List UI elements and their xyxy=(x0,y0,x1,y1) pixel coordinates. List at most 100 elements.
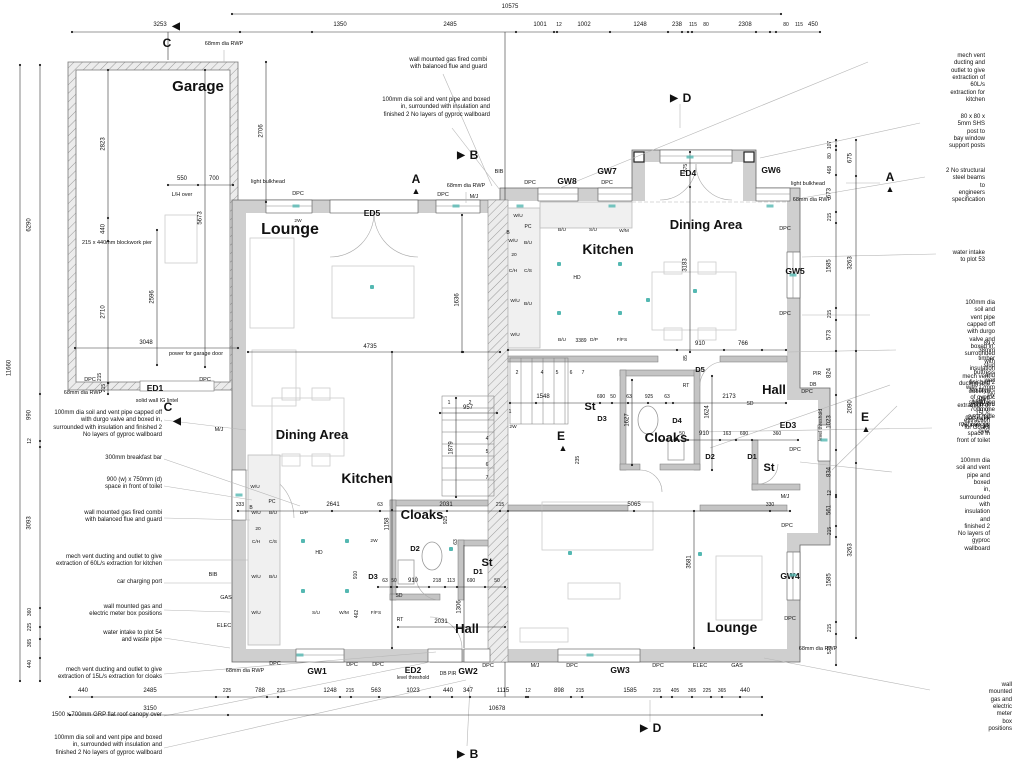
door-window-tag: GW2 xyxy=(458,666,478,676)
tag: L/H over xyxy=(171,192,193,198)
tag: W/U xyxy=(510,333,520,338)
dim-right: 573 xyxy=(826,329,833,341)
house-walls xyxy=(231,149,831,663)
door-window-tag: GW6 xyxy=(761,165,781,175)
dim-right: 12 xyxy=(826,490,833,496)
section-letter-e-mid: E xyxy=(556,429,566,443)
tag: W/U xyxy=(250,485,260,490)
dim-bottom: 10678 xyxy=(488,706,506,712)
dim-internal: 5 xyxy=(485,449,489,455)
dim-garage: 2596 xyxy=(149,290,156,304)
annotation: 89 x 38mm timber stud buttress wall with… xyxy=(966,341,996,421)
dim-internal: 6 xyxy=(569,370,573,376)
room-hall-right: Hall xyxy=(762,382,786,397)
annotation: 900 (w) x 750mm (d) space in front of to… xyxy=(956,416,990,444)
dim-internal: 4 xyxy=(540,370,544,376)
dim-internal: 1548 xyxy=(536,394,550,400)
stairs xyxy=(441,357,569,497)
window-sill-symbol xyxy=(766,204,774,208)
furniture xyxy=(164,201,763,646)
section-arrow-a-right: ▲ xyxy=(885,184,895,194)
dim-top: 238 xyxy=(671,22,683,28)
room-st-right-2: St xyxy=(763,462,775,474)
window-sill-symbol xyxy=(516,204,524,208)
room-cloaks-left: Cloaks xyxy=(400,507,444,522)
tag: D/P xyxy=(300,511,308,516)
dim-internal: 50 xyxy=(610,394,616,400)
dim-right: 215 xyxy=(826,623,833,633)
dim-internal: 2 xyxy=(515,370,519,376)
light-symbol xyxy=(301,539,305,543)
tag: 68mm dia RWP xyxy=(63,390,103,396)
tag: B/U xyxy=(269,511,277,516)
dim-left: 365 xyxy=(26,638,33,648)
tag: S/U xyxy=(312,611,320,616)
dim-bottom: 2485 xyxy=(143,688,157,694)
tag: M/J xyxy=(530,663,540,669)
dim-top: 1350 xyxy=(333,22,347,28)
dim-bottom: 215 xyxy=(276,688,286,694)
tag: PC xyxy=(524,224,532,230)
tag: D/P xyxy=(590,338,598,343)
dim-internal: 63 xyxy=(382,578,388,584)
annotation: 300mm breakfast bar xyxy=(105,455,162,461)
tag: PC xyxy=(268,499,276,505)
dim-right: 3263 xyxy=(847,256,854,270)
window-sill-symbol xyxy=(686,155,694,159)
dim-right: 824 xyxy=(826,367,833,379)
dim-internal: 85 xyxy=(682,355,689,361)
door-window-tag: GW5 xyxy=(785,266,805,276)
tag: 68mm dia RWP xyxy=(204,41,244,47)
dim-bottom: 365 xyxy=(717,688,727,694)
tag: DPC xyxy=(601,180,613,186)
room-kitchen-left: Kitchen xyxy=(341,470,393,486)
tag: M/J xyxy=(214,427,224,433)
section-arrow-e-mid: ▲ xyxy=(558,443,568,453)
dim-internal: 1306 xyxy=(456,600,463,614)
dim-right: 468 xyxy=(826,165,833,175)
dim-internal: 163 xyxy=(722,431,732,437)
dim-internal: 1627 xyxy=(624,413,631,427)
tag: DB PIR xyxy=(439,671,457,677)
section-letter-a-top: A xyxy=(411,172,421,186)
window-sill-symbol xyxy=(296,653,304,657)
door-window-tag: D2 xyxy=(410,544,420,553)
dim-internal: 2031 xyxy=(439,502,453,508)
room-st-left: St xyxy=(481,557,493,569)
tag: W/U xyxy=(251,511,261,516)
dim-right: 3263 xyxy=(847,543,854,557)
tag: RT xyxy=(682,383,690,389)
dim-garage: 550 xyxy=(176,176,188,182)
dim-right: 215 xyxy=(826,309,833,319)
dim-internal: 1 xyxy=(508,409,512,415)
dim-bottom: 365 xyxy=(687,688,697,694)
dim-top: 80 xyxy=(783,22,789,28)
section-arrow-d-bottom: ▶ xyxy=(640,723,648,734)
tag: DPC xyxy=(269,661,281,667)
dim-internal: 113 xyxy=(447,578,455,584)
tag: B/U xyxy=(524,241,532,246)
section-letter-b-bottom: B xyxy=(469,747,479,761)
light-symbol xyxy=(345,589,349,593)
dim-bottom: 3150 xyxy=(143,706,157,712)
tag: C/S xyxy=(524,269,532,274)
dim-internal: 4735 xyxy=(363,344,377,350)
window-sill-symbol xyxy=(789,273,797,277)
tag: 68mm dia RWP xyxy=(225,668,265,674)
tag: B/U xyxy=(558,228,566,233)
dim-bottom: 898 xyxy=(553,688,565,694)
dimension-lines xyxy=(19,13,857,716)
tag: PIR xyxy=(812,371,822,377)
door-window-tag: ED1 xyxy=(146,383,164,393)
dim-bottom: 440 xyxy=(77,688,89,694)
tag: 2W xyxy=(370,539,378,544)
light-symbol xyxy=(568,551,572,555)
door-window-tag: ED5 xyxy=(363,208,381,218)
tag: DPC xyxy=(292,191,304,197)
dim-internal: 63 xyxy=(452,539,459,545)
dim-bottom: 12 xyxy=(525,688,531,694)
dim-top: 1001 xyxy=(533,22,547,28)
dim-left: 6290 xyxy=(26,218,33,232)
annotation: wall mounted gas and electric meter box … xyxy=(89,604,162,618)
tag: GAS xyxy=(220,595,232,601)
